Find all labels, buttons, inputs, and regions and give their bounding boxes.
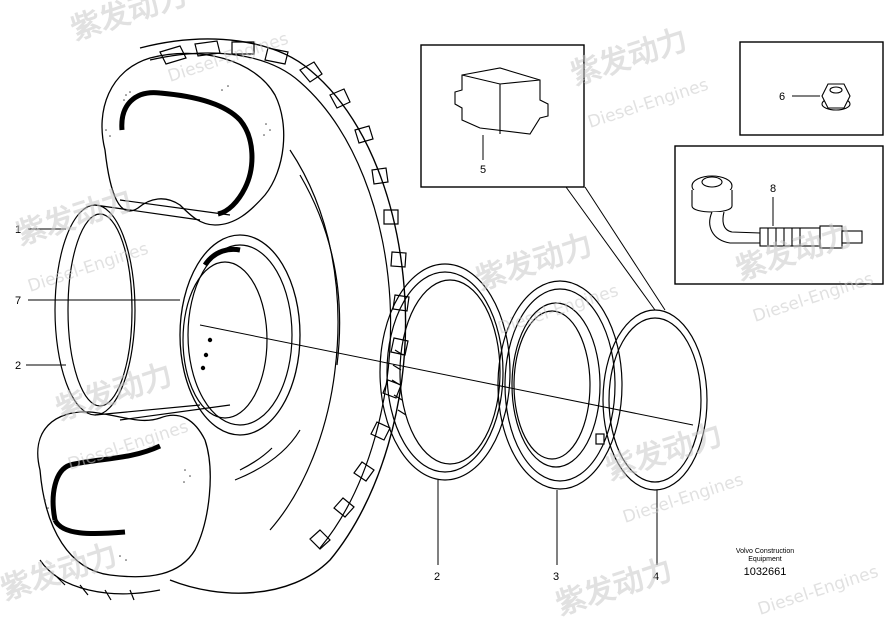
callout-2-left: 2 [15, 360, 21, 372]
lock-ring-2-drawing [379, 263, 511, 481]
svg-text:紫发动力: 紫发动力 [602, 417, 727, 487]
svg-text:Diesel-Engines: Diesel-Engines [65, 417, 191, 475]
assembly-axis-line [199, 324, 694, 426]
tire-valve-part [691, 175, 863, 249]
bottom-callouts [437, 480, 658, 565]
callout-2-bottom: 2 [434, 571, 440, 583]
left-callouts [26, 228, 180, 366]
rim-drawing [54, 199, 301, 436]
detail-box-8: 8 [674, 145, 884, 285]
brand-line-2: Equipment [748, 556, 782, 563]
brand-line-1: Volvo Construction [736, 548, 794, 555]
callout-5: 5 [480, 164, 486, 176]
svg-text:紫发动力: 紫发动力 [0, 537, 122, 607]
callout-1: 1 [15, 224, 21, 236]
document-number: 1032661 [744, 566, 787, 578]
callout-6: 6 [779, 91, 785, 103]
svg-text:紫发动力: 紫发动力 [12, 182, 137, 252]
callout-8: 8 [770, 183, 776, 195]
callout-7: 7 [15, 295, 21, 307]
callout-4: 4 [653, 571, 659, 583]
svg-text:紫发动力: 紫发动力 [67, 0, 192, 48]
seal-block-part [454, 67, 549, 135]
flange-nut-part [821, 83, 851, 111]
svg-text:紫发动力: 紫发动力 [552, 552, 677, 622]
svg-text:紫发动力: 紫发动力 [472, 227, 597, 297]
callout-3: 3 [553, 571, 559, 583]
tire-drawing [37, 38, 410, 601]
svg-text:紫发动力: 紫发动力 [52, 357, 177, 427]
detail-box-5: 5 [420, 44, 585, 188]
detail-box-6: 6 [739, 41, 884, 136]
svg-text:Diesel-Engines: Diesel-Engines [165, 29, 291, 87]
svg-text:紫发动力: 紫发动力 [567, 22, 692, 92]
